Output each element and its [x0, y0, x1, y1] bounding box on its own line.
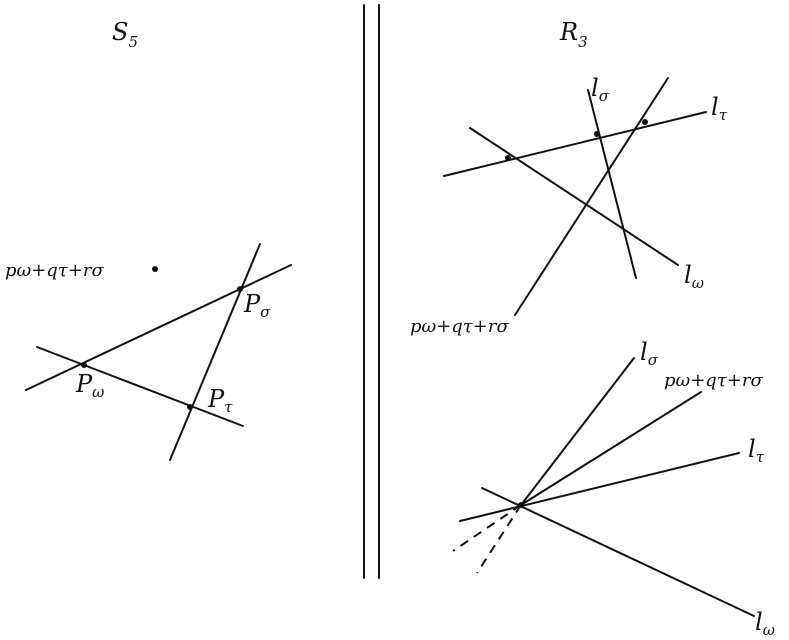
- left-label-p-sigma: Pσ: [243, 290, 271, 321]
- left-title: S5: [112, 18, 138, 51]
- left-line-omega-tau: [36, 346, 244, 427]
- lower-line-l-omega: [481, 487, 755, 617]
- left-combination-label: pω+qτ+rσ: [5, 260, 104, 281]
- upper-line-l-sigma: [587, 89, 637, 279]
- left-point-sigma: [237, 286, 243, 292]
- left-line-sigma-tau: [169, 243, 261, 461]
- right-title: R3: [559, 18, 588, 51]
- upper-label-l-tau: lτ: [711, 93, 728, 124]
- lower-dashed-line-1: [452, 504, 522, 552]
- upper-line-l-tau: [443, 111, 707, 177]
- lower-pencil-vertex: [518, 502, 524, 508]
- left-line-omega-sigma: [25, 264, 292, 391]
- lower-line-l-sigma: [520, 357, 635, 506]
- upper-label-l-omega: lω: [684, 261, 704, 292]
- lower-dashed-line-2: [476, 504, 522, 574]
- lower-label-l-sigma: lσ: [640, 338, 659, 369]
- lower-label-l-omega: lω: [755, 608, 775, 639]
- upper-point-tau-combination: [642, 119, 648, 125]
- upper-label-combination: pω+qτ+rσ: [410, 316, 509, 337]
- left-point-omega: [81, 362, 87, 368]
- lower-line-combination: [520, 391, 702, 506]
- upper-label-l-sigma: lσ: [591, 74, 610, 105]
- lower-label-l-tau: lτ: [748, 435, 765, 466]
- lower-line-l-tau: [459, 452, 740, 522]
- upper-point-tau-sigma: [594, 131, 600, 137]
- left-point-tau: [187, 404, 193, 410]
- lower-label-combination: pω+qτ+rσ: [664, 370, 763, 391]
- left-label-p-tau: Pτ: [207, 385, 233, 416]
- upper-point-tau-omega: [505, 155, 511, 161]
- left-label-p-omega: Pω: [75, 370, 104, 401]
- upper-line-combination: [514, 77, 669, 316]
- left-combination-point: [152, 266, 158, 272]
- upper-line-l-omega: [469, 127, 679, 266]
